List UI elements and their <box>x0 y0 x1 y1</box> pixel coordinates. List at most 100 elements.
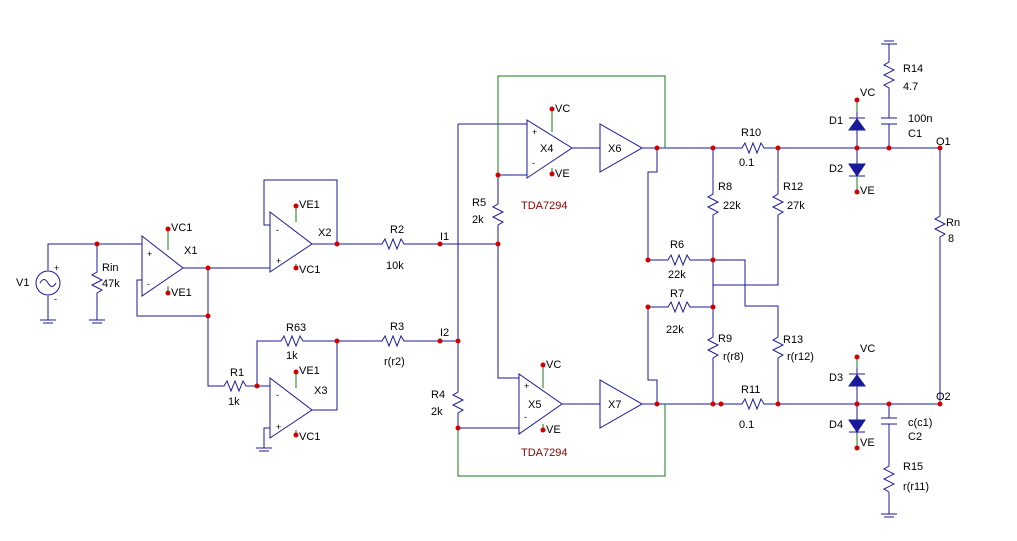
diode-d2: D2 VE <box>829 163 875 197</box>
rin-value: 47k <box>102 278 120 290</box>
c1-value: 100n <box>908 113 932 125</box>
x6-label: X6 <box>608 143 621 155</box>
r13-label: R13 <box>783 334 803 346</box>
resistor-r8: R8 22k <box>706 181 741 222</box>
buffer-x7: X7 <box>599 379 644 429</box>
x1-label: X1 <box>184 245 197 257</box>
diode-d1: D1 VC <box>829 87 875 148</box>
resistor-r4: R4 2k <box>431 388 465 422</box>
net-label-o1: O1 <box>936 136 951 148</box>
r7-label: R7 <box>670 288 684 300</box>
resistor-r10: R10 0.1 <box>738 127 768 169</box>
r3-label: R3 <box>390 321 404 333</box>
resistor-r1: R1 1k <box>220 367 250 408</box>
x3-label: X3 <box>314 385 327 397</box>
r12-value: 27k <box>787 200 805 212</box>
rn-value: 8 <box>948 233 954 245</box>
junction-dots <box>94 145 943 431</box>
net-label-i2: I2 <box>440 327 449 339</box>
r4-label: R4 <box>431 389 445 401</box>
r7-value: 22k <box>666 324 684 336</box>
source-v1: + - V1 <box>16 263 61 304</box>
resistor-r7: R7 22k <box>665 288 695 336</box>
v1-label: V1 <box>16 277 29 289</box>
resistor-r14: R14 4.7 <box>882 58 923 96</box>
grounds <box>40 40 897 518</box>
r13-value: r(r12) <box>787 351 814 363</box>
r5-label: R5 <box>472 197 486 209</box>
d3-vc-label: VC <box>860 343 875 355</box>
r63-value: 1k <box>286 350 298 362</box>
resistor-r3: R3 r(r2) <box>378 321 410 368</box>
x2-minus-sign: - <box>276 225 279 235</box>
x5-minus-sign: - <box>524 412 527 422</box>
r8-value: 22k <box>723 200 741 212</box>
rn-label: Rn <box>946 217 960 229</box>
x7-label: X7 <box>608 399 621 411</box>
r15-label: R15 <box>903 461 923 473</box>
opamp-x1: + - VC1 VE1 X1 <box>141 222 197 299</box>
r6-label: R6 <box>670 239 684 251</box>
x2-ve-label: VE1 <box>299 199 320 211</box>
opamp-x2: - + VE1 VC1 X2 <box>269 199 331 276</box>
resistor-r6: R6 22k <box>665 239 695 281</box>
r8-label: R8 <box>718 181 732 193</box>
resistor-r11: R11 0.1 <box>738 384 768 431</box>
x2-label: X2 <box>318 227 331 239</box>
x4-label: X4 <box>540 143 553 155</box>
d1-label: D1 <box>829 115 843 127</box>
r4-value: 2k <box>431 406 443 418</box>
net-label-o2: O2 <box>936 391 951 403</box>
capacitor-c1: 100n C1 <box>881 113 932 140</box>
d2-ve-label: VE <box>860 185 875 197</box>
v1-minus-sign: - <box>54 294 57 304</box>
c1-label: C1 <box>908 128 922 140</box>
rin-label: Rin <box>102 262 119 274</box>
x5-plus-sign: + <box>524 381 529 391</box>
x1-plus-sign: + <box>147 249 152 259</box>
x2-plus-sign: + <box>276 256 281 266</box>
r14-label: R14 <box>903 63 923 75</box>
x3-plus-sign: + <box>276 422 281 432</box>
x1-ve-label: VE1 <box>171 287 192 299</box>
d4-ve-label: VE <box>860 437 875 449</box>
r15-value: r(r11) <box>903 481 929 493</box>
opamp-x4: + - VC VE X4 <box>526 103 573 180</box>
r1-label: R1 <box>230 367 244 379</box>
diode-d4: D4 VE <box>829 419 875 451</box>
r9-label: R9 <box>718 333 732 345</box>
x5-label: X5 <box>528 399 541 411</box>
resistor-r15: R15 r(r11) <box>882 461 929 493</box>
r6-value: 22k <box>668 269 686 281</box>
resistor-rn: Rn 8 <box>933 212 960 245</box>
resistor-r12: R12 27k <box>771 181 805 222</box>
buffer-x6: X6 <box>599 123 644 173</box>
resistor-rin: Rin 47k <box>90 262 120 296</box>
resistor-r5: R5 2k <box>472 197 505 236</box>
d3-label: D3 <box>829 372 843 384</box>
r12-label: R12 <box>783 181 803 193</box>
r5-value: 2k <box>472 214 484 226</box>
x3-minus-sign: - <box>276 390 279 400</box>
r10-label: R10 <box>741 127 761 139</box>
r11-label: R11 <box>741 384 760 396</box>
x5-ve-label: VE <box>546 424 561 436</box>
x4-ve-label: VE <box>555 168 570 180</box>
opamp-x5: + - VC VE X5 <box>518 359 563 436</box>
r2-label: R2 <box>390 224 404 236</box>
opamp-x3: - + VE1 VC1 X3 <box>269 365 327 443</box>
r1-value: 1k <box>228 396 240 408</box>
r9-value: r(r8) <box>723 351 744 363</box>
r10-value: 0.1 <box>739 157 754 169</box>
r11-value: 0.1 <box>739 419 754 431</box>
x5-vc-label: VC <box>546 359 561 371</box>
x4-minus-sign: - <box>532 158 535 168</box>
x1-vc-label: VC1 <box>171 222 192 234</box>
c2-label: C2 <box>908 431 922 443</box>
net-label-i1: I1 <box>440 231 449 243</box>
x2-vc-label: VC1 <box>299 264 320 276</box>
r14-value: 4.7 <box>903 81 918 93</box>
x3-vc-label: VC1 <box>299 431 320 443</box>
ic-part-bottom: TDA7294 <box>521 447 567 459</box>
